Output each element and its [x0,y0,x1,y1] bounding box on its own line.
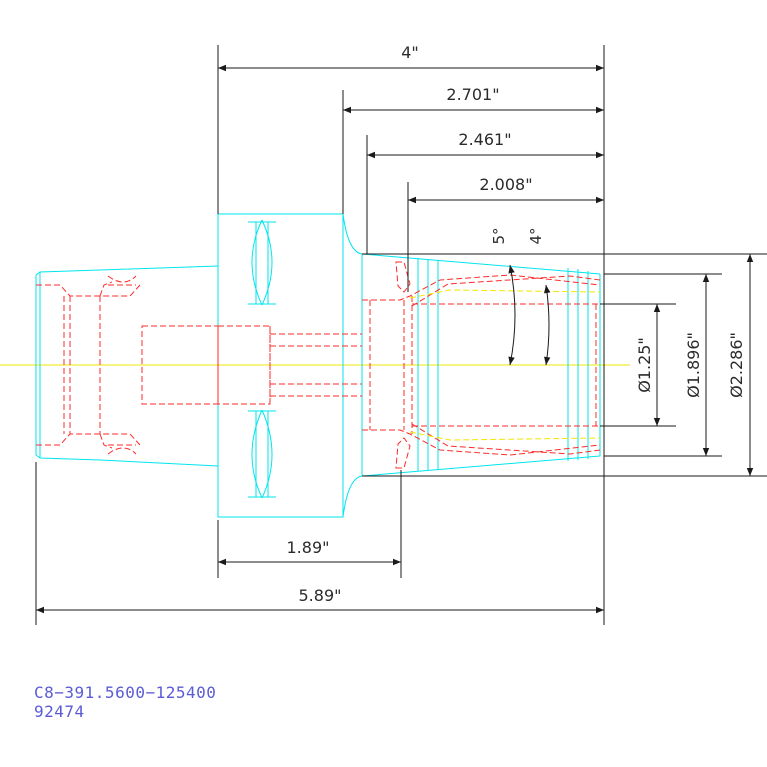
dim-189: 1.89" [287,538,330,557]
dim-angle-4: 4° [527,227,545,244]
dim-overall-length: 4" [401,43,419,62]
dim-2461: 2.461" [458,130,511,149]
dim-diam-1896: Ø1.896" [684,332,703,398]
dimension-lines [35,45,767,625]
dim-589: 5.89" [299,586,342,605]
part-info: C8−391.5600−125400 92474 [34,683,216,721]
part-id: 92474 [34,702,85,721]
dim-diam-2286: Ø2.286" [727,332,746,398]
dim-2701: 2.701" [446,85,499,104]
dim-diam-125: Ø1.25" [635,337,654,393]
dim-2008: 2.008" [479,175,532,194]
part-number: C8−391.5600−125400 [34,683,217,702]
dim-angle-5: 5° [490,227,508,244]
